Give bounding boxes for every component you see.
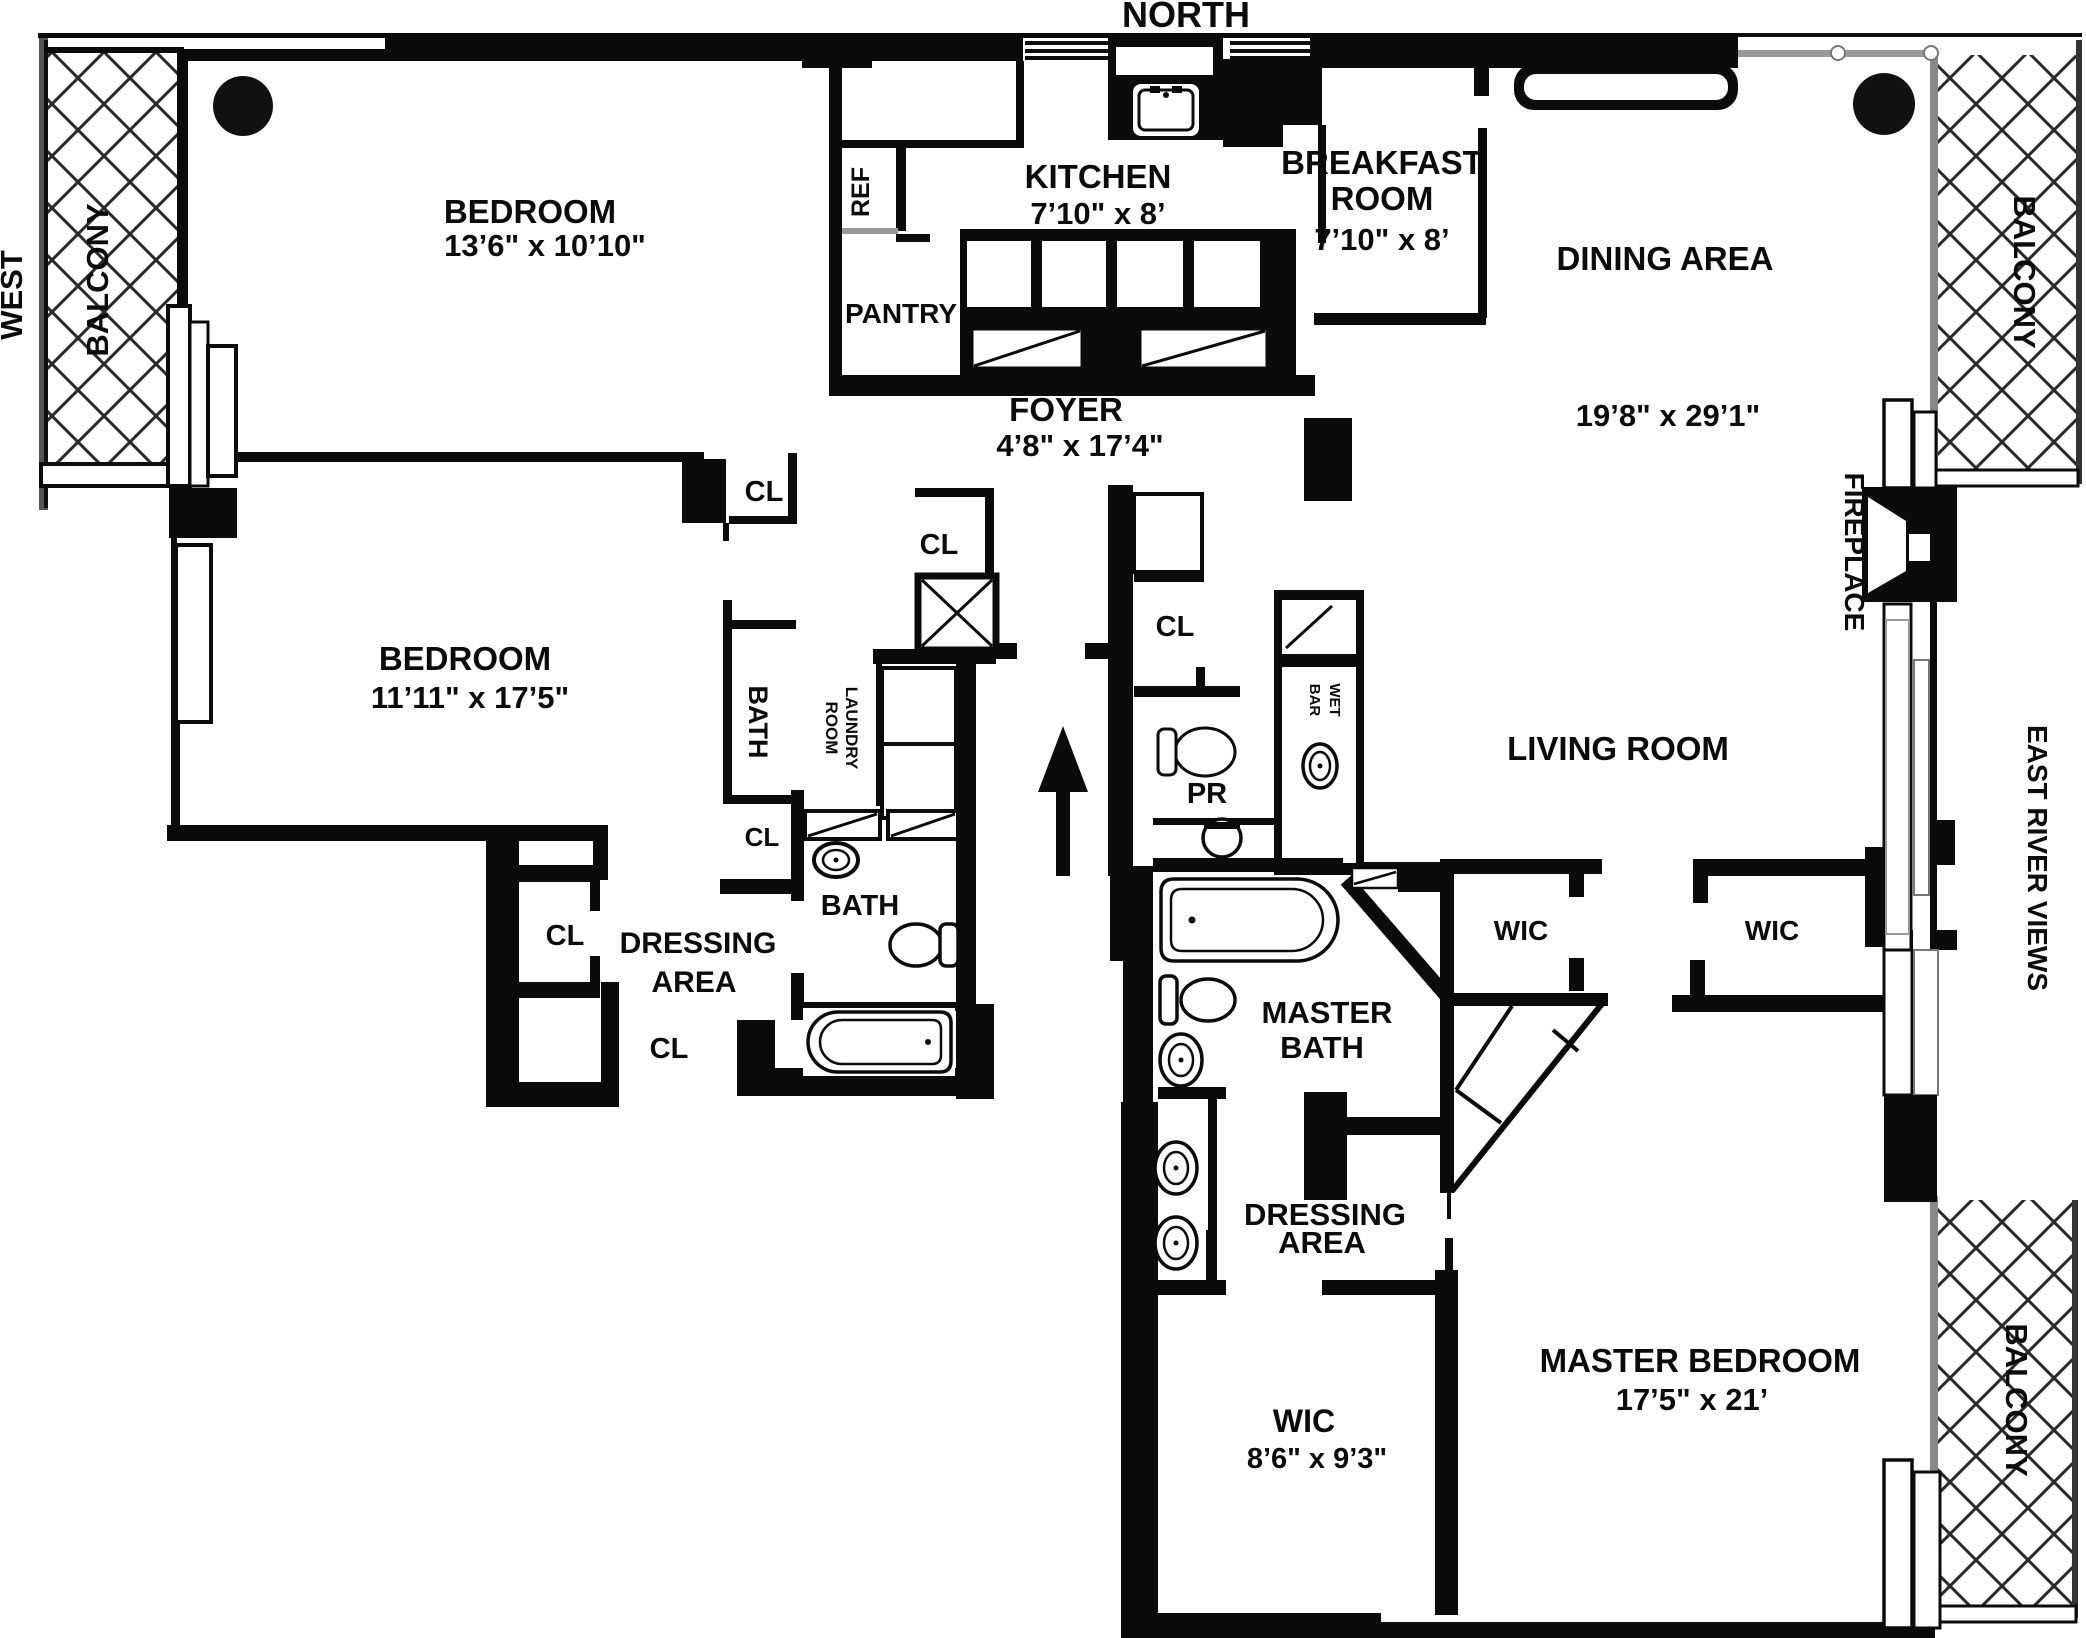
svg-text:WIC: WIC <box>1494 915 1548 946</box>
svg-text:ROOM: ROOM <box>1331 180 1434 217</box>
svg-text:BAR: BAR <box>1306 684 1323 717</box>
svg-text:BATH: BATH <box>1280 1030 1364 1065</box>
svg-text:CL: CL <box>1156 611 1195 643</box>
svg-text:11’11" x 17’5": 11’11" x 17’5" <box>371 680 569 715</box>
svg-text:ROOM: ROOM <box>822 702 841 755</box>
svg-text:BREAKFAST: BREAKFAST <box>1281 144 1483 181</box>
svg-text:PANTRY: PANTRY <box>845 298 957 329</box>
svg-text:7’10" x 8’: 7’10" x 8’ <box>1030 196 1165 231</box>
svg-text:EAST RIVER VIEWS: EAST RIVER VIEWS <box>2022 725 2053 991</box>
svg-text:8’6" x 9’3": 8’6" x 9’3" <box>1247 1443 1387 1475</box>
svg-text:MASTER BEDROOM: MASTER BEDROOM <box>1540 1342 1861 1379</box>
svg-text:FIREPLACE: FIREPLACE <box>1839 473 1870 632</box>
svg-text:BATH: BATH <box>743 686 773 759</box>
svg-text:17’5" x 21’: 17’5" x 21’ <box>1616 1382 1769 1417</box>
svg-text:DRESSING: DRESSING <box>1244 1197 1406 1232</box>
svg-text:BEDROOM: BEDROOM <box>444 193 616 230</box>
svg-text:WIC: WIC <box>1273 1403 1335 1439</box>
svg-text:CL: CL <box>920 529 959 561</box>
svg-text:DINING AREA: DINING AREA <box>1557 240 1774 277</box>
svg-text:BEDROOM: BEDROOM <box>379 640 551 677</box>
svg-text:NORTH: NORTH <box>1122 0 1250 35</box>
svg-text:WET: WET <box>1326 683 1343 716</box>
svg-text:WEST: WEST <box>0 250 29 340</box>
svg-text:LAUNDRY: LAUNDRY <box>842 687 861 770</box>
svg-text:4’8" x 17’4": 4’8" x 17’4" <box>996 428 1163 463</box>
svg-text:KITCHEN: KITCHEN <box>1025 158 1172 195</box>
svg-text:REF: REF <box>847 167 875 217</box>
svg-text:LIVING ROOM: LIVING ROOM <box>1507 730 1729 767</box>
svg-text:DRESSING: DRESSING <box>620 927 777 960</box>
svg-text:AREA: AREA <box>651 966 736 999</box>
svg-text:CL: CL <box>745 476 784 508</box>
svg-text:13’6" x 10’10": 13’6" x 10’10" <box>444 228 646 263</box>
svg-text:BALCONY: BALCONY <box>2007 195 2042 349</box>
svg-text:BALCONY: BALCONY <box>80 203 115 357</box>
svg-text:AREA: AREA <box>1278 1225 1366 1260</box>
svg-text:CL: CL <box>650 1033 689 1065</box>
svg-text:PR: PR <box>1187 778 1227 810</box>
svg-text:19’8" x 29’1": 19’8" x 29’1" <box>1576 398 1761 433</box>
svg-text:CL: CL <box>546 920 585 952</box>
svg-text:MASTER: MASTER <box>1262 995 1393 1030</box>
svg-text:BATH: BATH <box>821 890 899 922</box>
svg-text:FOYER: FOYER <box>1009 391 1123 428</box>
svg-text:WIC: WIC <box>1745 915 1799 946</box>
svg-text:7’10" x 8’: 7’10" x 8’ <box>1314 222 1449 257</box>
svg-text:BALCONY: BALCONY <box>1999 1323 2034 1477</box>
svg-text:CL: CL <box>745 822 780 852</box>
